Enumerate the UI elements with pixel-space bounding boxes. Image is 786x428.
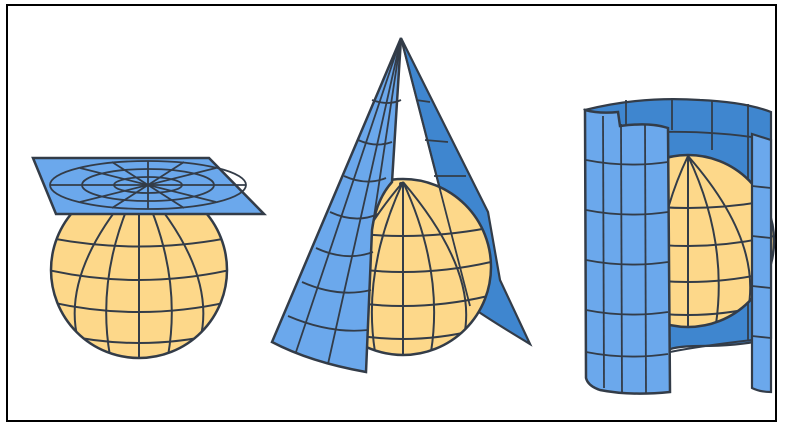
conic-projection-panel [272,38,530,372]
cylinder-right-strip [752,134,771,392]
planar-projection-panel [33,158,264,360]
cylindrical-projection-panel [585,98,774,394]
cylinder-front-surface [585,110,670,394]
projection-plane [33,158,264,214]
